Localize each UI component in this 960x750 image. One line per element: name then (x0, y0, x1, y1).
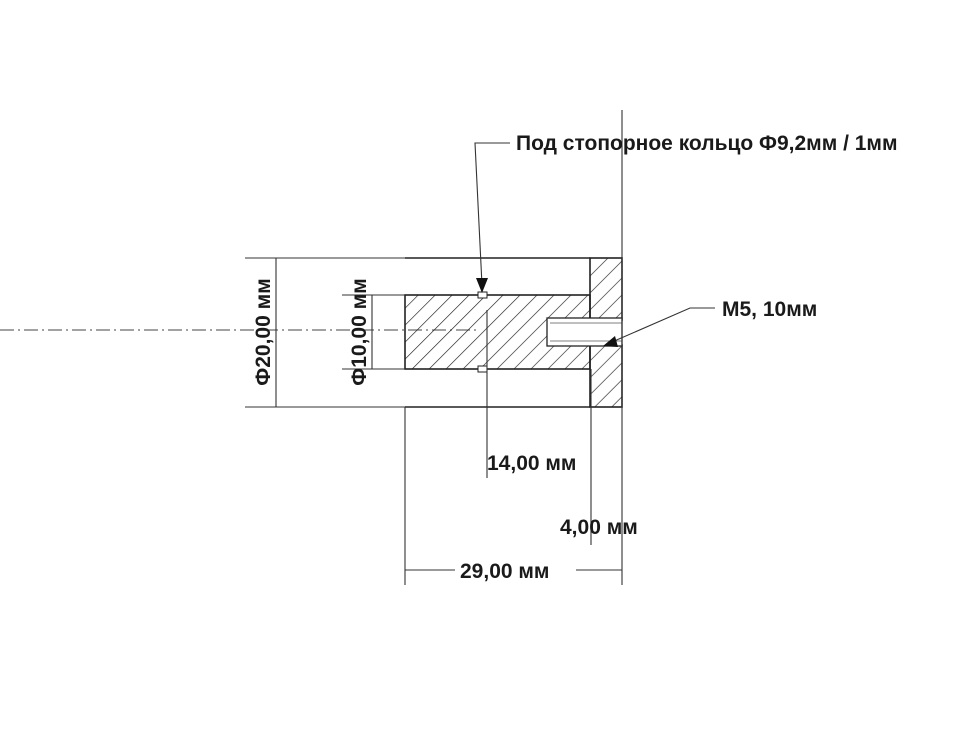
part-section (404, 257, 623, 408)
bore-depth-label: 14,00 мм (487, 452, 576, 475)
flange-bottom-section (589, 344, 623, 408)
thread-annotation: M5, 10мм (722, 298, 817, 321)
outer-diameter-label: Ф20,00 мм (252, 278, 275, 385)
flange-top-section (589, 257, 623, 321)
thread-leader-arrow (603, 336, 618, 347)
ring-groove-bottom (477, 365, 488, 373)
ring-leader-line (474, 142, 510, 286)
thread-leader-line (611, 307, 715, 343)
flange-thickness-label: 4,00 мм (560, 516, 638, 539)
ring-leader-arrow (476, 278, 488, 293)
total-length-label: 29,00 мм (460, 560, 549, 583)
ring-groove (477, 291, 488, 299)
inner-diameter-label: Ф10,00 мм (348, 278, 371, 385)
ring-annotation: Под стопорное кольцо Ф9,2мм / 1мм (516, 132, 898, 155)
